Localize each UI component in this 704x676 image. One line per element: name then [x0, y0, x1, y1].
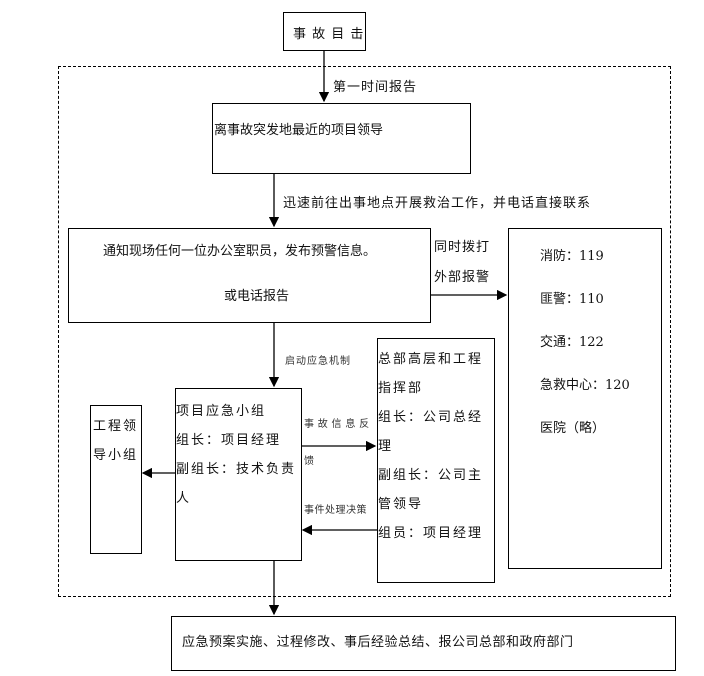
eng-leader-line1: 工程领 [93, 419, 139, 434]
hq-deputy: 副组长：公司主 [378, 468, 484, 483]
final-label: 应急预案实施、过程修改、事后经验总结、报公司总部和政府部门 [182, 635, 574, 650]
witness-label: 事 故 目 击 [293, 27, 365, 42]
external-label-1: 同时拨打 [434, 240, 491, 255]
nearest-leader-box: 离事故突发地最近的项目领导 [212, 103, 471, 174]
project-group-title: 项目应急小组 [176, 404, 267, 419]
notify-box: 通知现场任何一位办公室职员，发布预警信息。 或电话报告 [68, 228, 431, 323]
contact-police: 匪警：110 [540, 292, 604, 307]
external-label-2: 外部报警 [434, 270, 491, 285]
final-box: 应急预案实施、过程修改、事后经验总结、报公司总部和政府部门 [171, 616, 676, 671]
nearest-leader-label: 离事故突发地最近的项目领导 [214, 123, 384, 138]
eng-leader-line2: 导小组 [93, 448, 139, 463]
contact-fire: 消防：119 [540, 249, 604, 264]
project-group-box: 项目应急小组 组长：项目经理 副组长：技术负责 人 [175, 388, 302, 561]
feedback-label-cont: 馈 [304, 456, 316, 467]
hq-leader-cont: 理 [378, 439, 394, 454]
hq-member: 组员：项目经理 [378, 526, 484, 541]
rush-label: 迅速前往出事地点开展救治工作，并电话直接联系 [283, 196, 592, 211]
decision-label: 事件处理决策 [304, 505, 367, 516]
hq-leader: 组长：公司总经 [378, 410, 484, 425]
eng-leader-box: 工程领 导小组 [90, 405, 142, 554]
emergency-boundary [58, 66, 671, 597]
hq-title: 总部高层和工程 [378, 352, 484, 367]
contact-traffic: 交通：122 [540, 335, 604, 350]
notify-line1: 通知现场任何一位办公室职员，发布预警信息。 [103, 244, 377, 259]
witness-box: 事 故 目 击 [283, 12, 366, 51]
hq-title-cont: 指挥部 [378, 381, 424, 396]
project-group-leader: 组长：项目经理 [176, 433, 282, 448]
external-contacts-box: 消防：119 匪警：110 交通：122 急救中心：120 医院（略） [508, 228, 662, 569]
contact-hospital: 医院（略） [540, 421, 606, 436]
hq-box: 总部高层和工程 指挥部 组长：公司总经 理 副组长：公司主 管领导 组员：项目经… [377, 338, 495, 583]
project-group-deputy-cont: 人 [176, 491, 192, 506]
notify-line2: 或电话报告 [224, 289, 290, 304]
project-group-deputy: 副组长：技术负责 [176, 462, 297, 477]
first-report-label: 第一时间报告 [333, 80, 418, 95]
start-mechanism-label: 启动应急机制 [285, 356, 351, 367]
contact-emergency: 急救中心：120 [540, 378, 630, 393]
feedback-label: 事 故 信 息 反 [304, 419, 370, 430]
hq-deputy-cont: 管领导 [378, 497, 424, 512]
